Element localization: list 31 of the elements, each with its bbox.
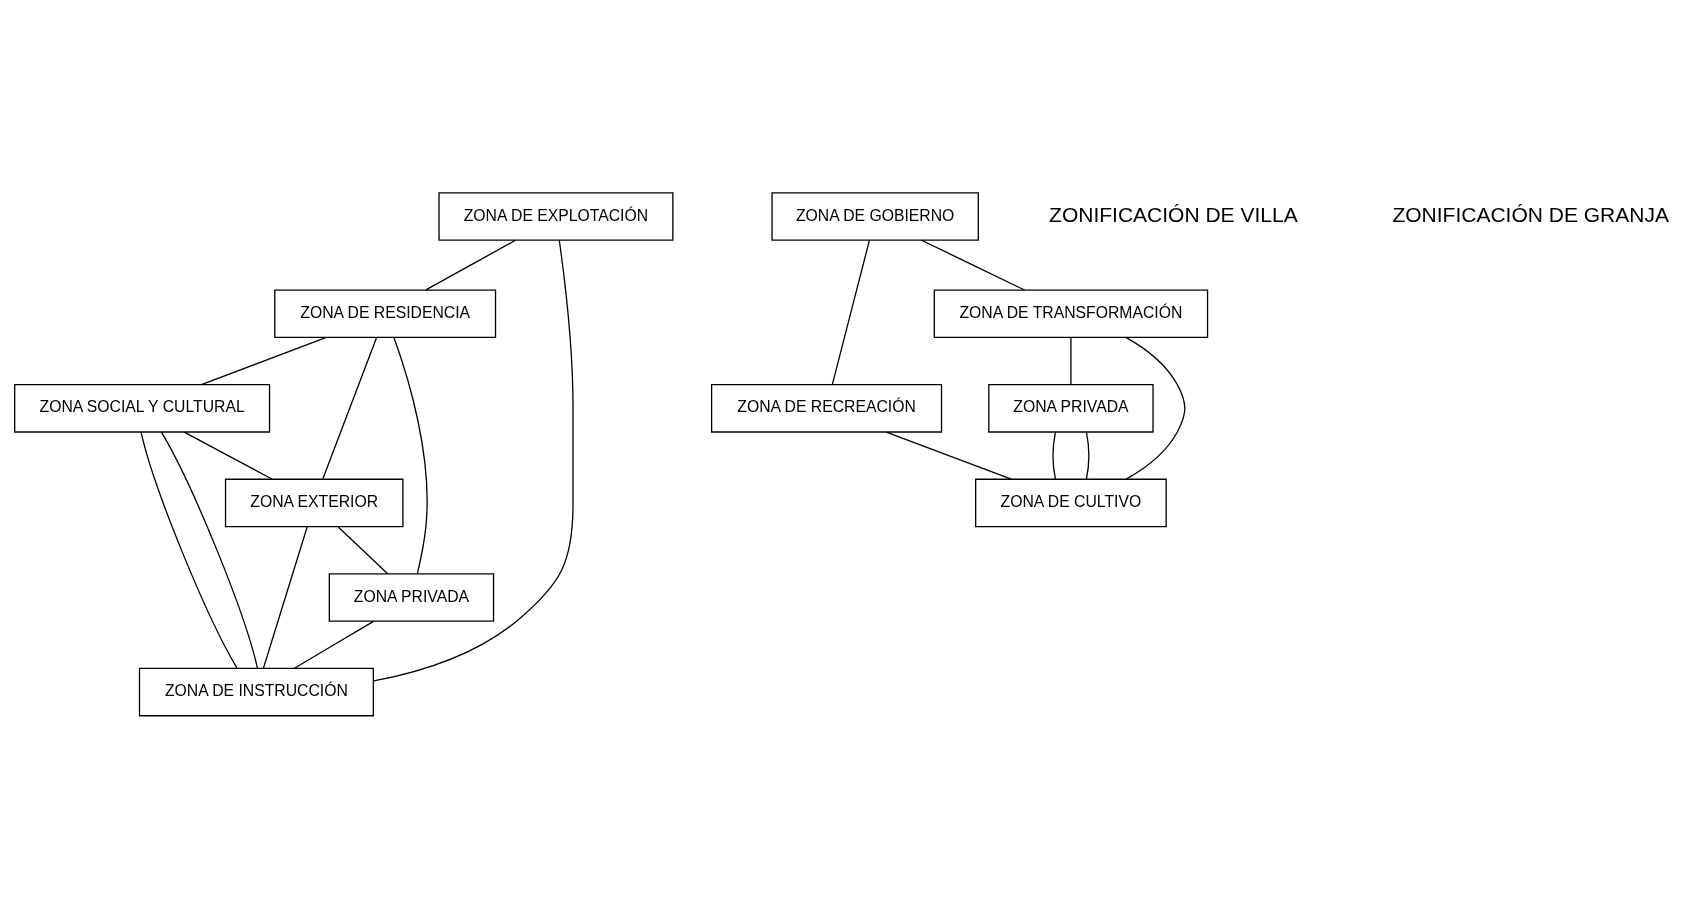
node-box: ZONA SOCIAL Y CULTURAL [14, 384, 271, 433]
connector [1085, 431, 1090, 480]
node-box: ZONA DE RESIDENCIA [274, 289, 497, 339]
connector [140, 431, 238, 669]
connector [200, 336, 327, 386]
connector [262, 526, 308, 669]
connector [293, 620, 375, 669]
label: ZONIFICACIÓN DE GRANJA [1392, 202, 1669, 226]
node-box: ZONA DE TRANSFORMACIÓN [933, 289, 1209, 339]
connector [1125, 336, 1186, 480]
connector [920, 239, 1026, 291]
connector [1052, 431, 1057, 480]
node-box: ZONA DE GOBIERNO [771, 192, 979, 241]
connector [885, 431, 1012, 480]
connector [393, 337, 428, 575]
node-box: ZONA PRIVADA [328, 573, 495, 622]
connector [1070, 337, 1072, 386]
connector [425, 239, 517, 291]
connector [373, 239, 574, 682]
node-box: ZONA PRIVADA [988, 384, 1154, 433]
node-box: ZONA DE RECREACIÓN [710, 384, 943, 433]
label: ZONIFICACIÓN DE VILLA [1049, 202, 1298, 226]
node-box: ZONA DE CULTIVO [975, 478, 1167, 528]
node-box: ZONA DE INSTRUCCIÓN [138, 667, 374, 717]
node-box: ZONA DE EXPLOTACIÓN [438, 192, 674, 241]
connector [337, 526, 389, 575]
connector [160, 431, 259, 669]
connector [322, 336, 378, 480]
node-box: ZONA EXTERIOR [224, 478, 404, 528]
connector [183, 431, 273, 480]
connector [831, 239, 871, 386]
